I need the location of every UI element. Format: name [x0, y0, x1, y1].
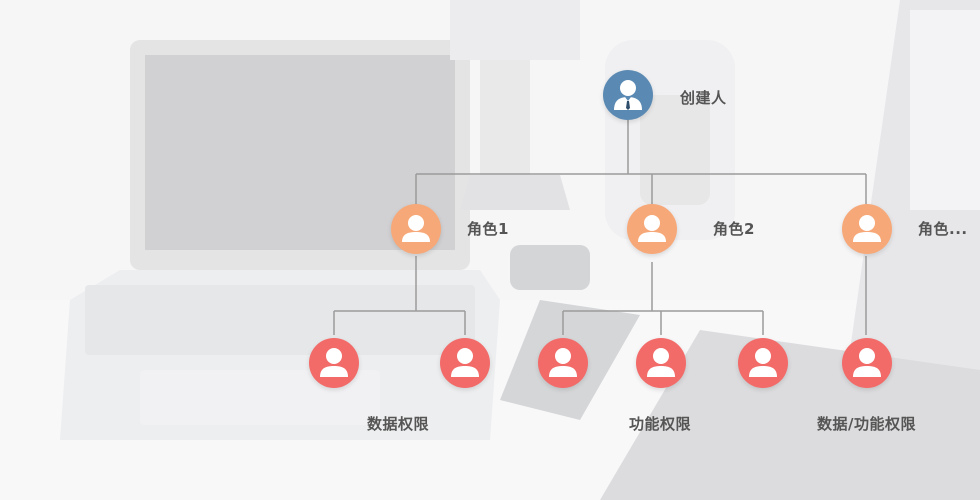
user-icon [402, 215, 430, 242]
user-icon [320, 348, 348, 377]
user-icon [853, 215, 881, 242]
permission-node-data-2 [440, 338, 490, 388]
permission-node-function-1 [538, 338, 588, 388]
creator-label: 创建人 [680, 89, 727, 107]
creator-node [603, 70, 653, 120]
user-icon [749, 348, 777, 377]
role-node-1 [391, 204, 441, 254]
role-node-2 [627, 204, 677, 254]
role-label-3: 角色... [918, 220, 968, 238]
user-icon [549, 348, 577, 377]
permission-node-function-3 [738, 338, 788, 388]
user-icon [647, 348, 675, 377]
permission-node-data-1 [309, 338, 359, 388]
permission-group-label-data: 数据权限 [367, 415, 430, 433]
role-node-3 [842, 204, 892, 254]
businessman-icon [614, 80, 642, 110]
user-icon [853, 348, 881, 377]
permission-group-label-combined: 数据/功能权限 [817, 415, 916, 433]
permission-node-combined-1 [842, 338, 892, 388]
role-label-1: 角色1 [467, 220, 509, 238]
user-icon [638, 215, 666, 242]
role-label-2: 角色2 [713, 220, 755, 238]
user-icon [451, 348, 479, 377]
permission-group-label-function: 功能权限 [629, 415, 692, 433]
permission-node-function-2 [636, 338, 686, 388]
